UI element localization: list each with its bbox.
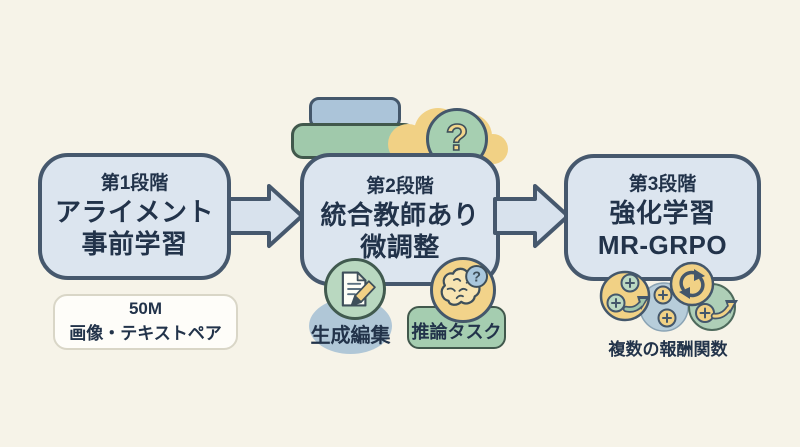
note-line2: 画像・テキストペア	[69, 324, 222, 343]
stage2-title-line1: 統合教師あり	[320, 200, 480, 231]
note-line1: 50M	[128, 299, 163, 319]
reward-functions-cluster-icon	[599, 261, 738, 332]
stage1-tag: 第1段階	[100, 173, 169, 195]
stage2-tag: 第2段階	[366, 176, 434, 198]
brain-question-icon: ?	[430, 257, 496, 323]
bubble-question-mark: ?	[472, 269, 481, 285]
stage3-box: 第3段階 強化学習 MR-GRPO	[564, 154, 761, 281]
pretrain-data-note: 50M 画像・テキストペア	[53, 294, 238, 350]
reasoning-task-tag: 推論タスク	[407, 306, 506, 349]
block-arrow-icon	[493, 184, 570, 248]
stage1-title-line2: 事前学習	[81, 228, 188, 259]
question-mark: ?	[445, 116, 469, 158]
block-arrow-icon	[227, 184, 304, 248]
stage1-title-line1: アライメント	[54, 197, 214, 228]
reward-caption: 複数の報酬関数	[608, 340, 728, 359]
stage3-title-line1: 強化学習	[609, 198, 716, 229]
generation-editing-label: 生成編集	[310, 324, 391, 347]
stage1-box: 第1段階 アライメント 事前学習	[38, 153, 231, 280]
document-pencil-icon	[324, 258, 386, 320]
stage3-title-line2: MR-GRPO	[597, 229, 728, 260]
reasoning-task-label: 推論タスク	[411, 321, 502, 342]
stage3-tag: 第3段階	[628, 174, 697, 196]
stage2-title-line2: 微調整	[360, 231, 440, 262]
